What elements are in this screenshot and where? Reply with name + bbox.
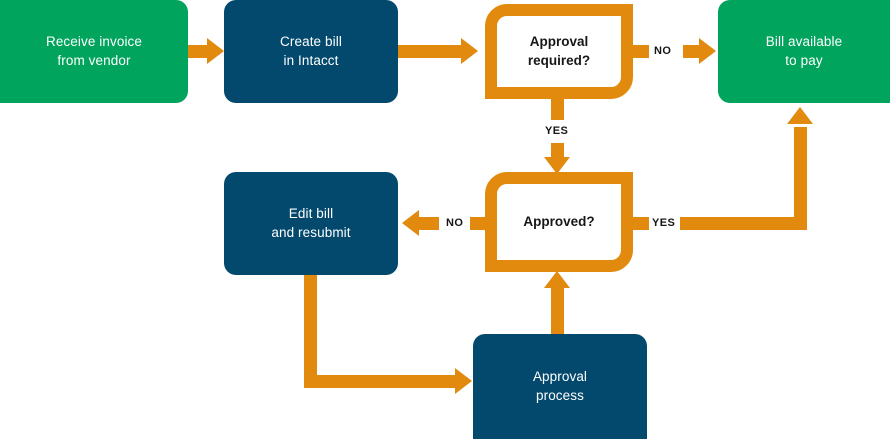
connector-approved-yes-stub (633, 217, 649, 230)
node-approval-process[interactable]: Approval process (473, 334, 647, 439)
edge-label-approval-required-no: NO (654, 45, 672, 57)
node-receive-invoice[interactable]: Receive invoice from vendor (0, 0, 188, 103)
decision-approved-text: Approved? (523, 213, 594, 231)
node-create-bill[interactable]: Create bill in Intacct (224, 0, 398, 103)
node-bill-available-line2: to pay (785, 52, 823, 68)
node-create-bill-line2: in Intacct (283, 52, 339, 68)
node-approval-process-line1: Approval (532, 369, 588, 385)
edge-label-approval-required-yes: YES (545, 125, 569, 137)
connector-receive-to-create-line (188, 45, 210, 58)
connector-approvalrequired-no-stub (633, 45, 649, 58)
node-receive-invoice-line1: Receive invoice (45, 34, 143, 50)
connector-approvalrequired-no-line (683, 45, 701, 58)
connector-approved-no-line (419, 217, 439, 230)
decision-approval-required[interactable]: Approval required? (485, 4, 633, 99)
decision-approved-line1: Approved? (523, 213, 595, 229)
connector-create-to-approvalrequired-line (398, 45, 464, 58)
node-receive-invoice-line2: from vendor (57, 52, 131, 68)
node-edit-bill-line2: and resubmit (271, 224, 351, 240)
connector-approvalprocess-to-approved-arrowhead (544, 271, 570, 288)
node-edit-bill[interactable]: Edit bill and resubmit (224, 172, 398, 275)
connector-approvalrequired-yes-arrowhead (544, 157, 570, 174)
connector-approvalrequired-yes-line-top (551, 99, 564, 120)
connector-editbill-to-approvalprocess-vertical (304, 275, 317, 388)
edge-label-approved-no: NO (446, 217, 464, 229)
decision-approval-required-line2: required? (527, 52, 591, 68)
connector-approved-yes-arrowhead (787, 107, 813, 124)
node-edit-bill-line1: Edit bill (288, 206, 334, 222)
connector-approved-no-arrowhead (402, 210, 419, 236)
connector-approved-no-stub (470, 217, 486, 230)
node-bill-available-line1: Bill available (765, 34, 843, 50)
node-bill-available-text: Bill available to pay (766, 33, 842, 69)
decision-approval-required-text: Approval required? (528, 33, 590, 69)
connector-approvalrequired-yes-line-bottom (551, 143, 564, 159)
connector-editbill-to-approvalprocess-horizontal (304, 375, 457, 388)
node-approval-process-line2: process (536, 387, 584, 403)
connector-receive-to-create-arrowhead (207, 38, 224, 64)
decision-approval-required-line1: Approval (529, 34, 589, 50)
connector-approvalrequired-no-arrowhead (699, 38, 716, 64)
node-edit-bill-text: Edit bill and resubmit (271, 205, 350, 241)
connector-approved-yes-vertical (794, 127, 807, 230)
node-approval-process-text: Approval process (533, 368, 587, 404)
connector-editbill-to-approvalprocess-arrowhead (455, 368, 472, 394)
node-receive-invoice-text: Receive invoice from vendor (46, 33, 142, 69)
node-bill-available[interactable]: Bill available to pay (718, 0, 890, 103)
node-create-bill-text: Create bill in Intacct (280, 33, 342, 69)
connector-create-to-approvalrequired-arrowhead (461, 38, 478, 64)
decision-approved[interactable]: Approved? (485, 172, 633, 272)
connector-approvalprocess-to-approved-vertical (551, 288, 564, 334)
connector-approved-yes-horizontal (680, 217, 807, 230)
node-create-bill-line1: Create bill (280, 34, 342, 50)
edge-label-approved-yes: YES (652, 217, 676, 229)
